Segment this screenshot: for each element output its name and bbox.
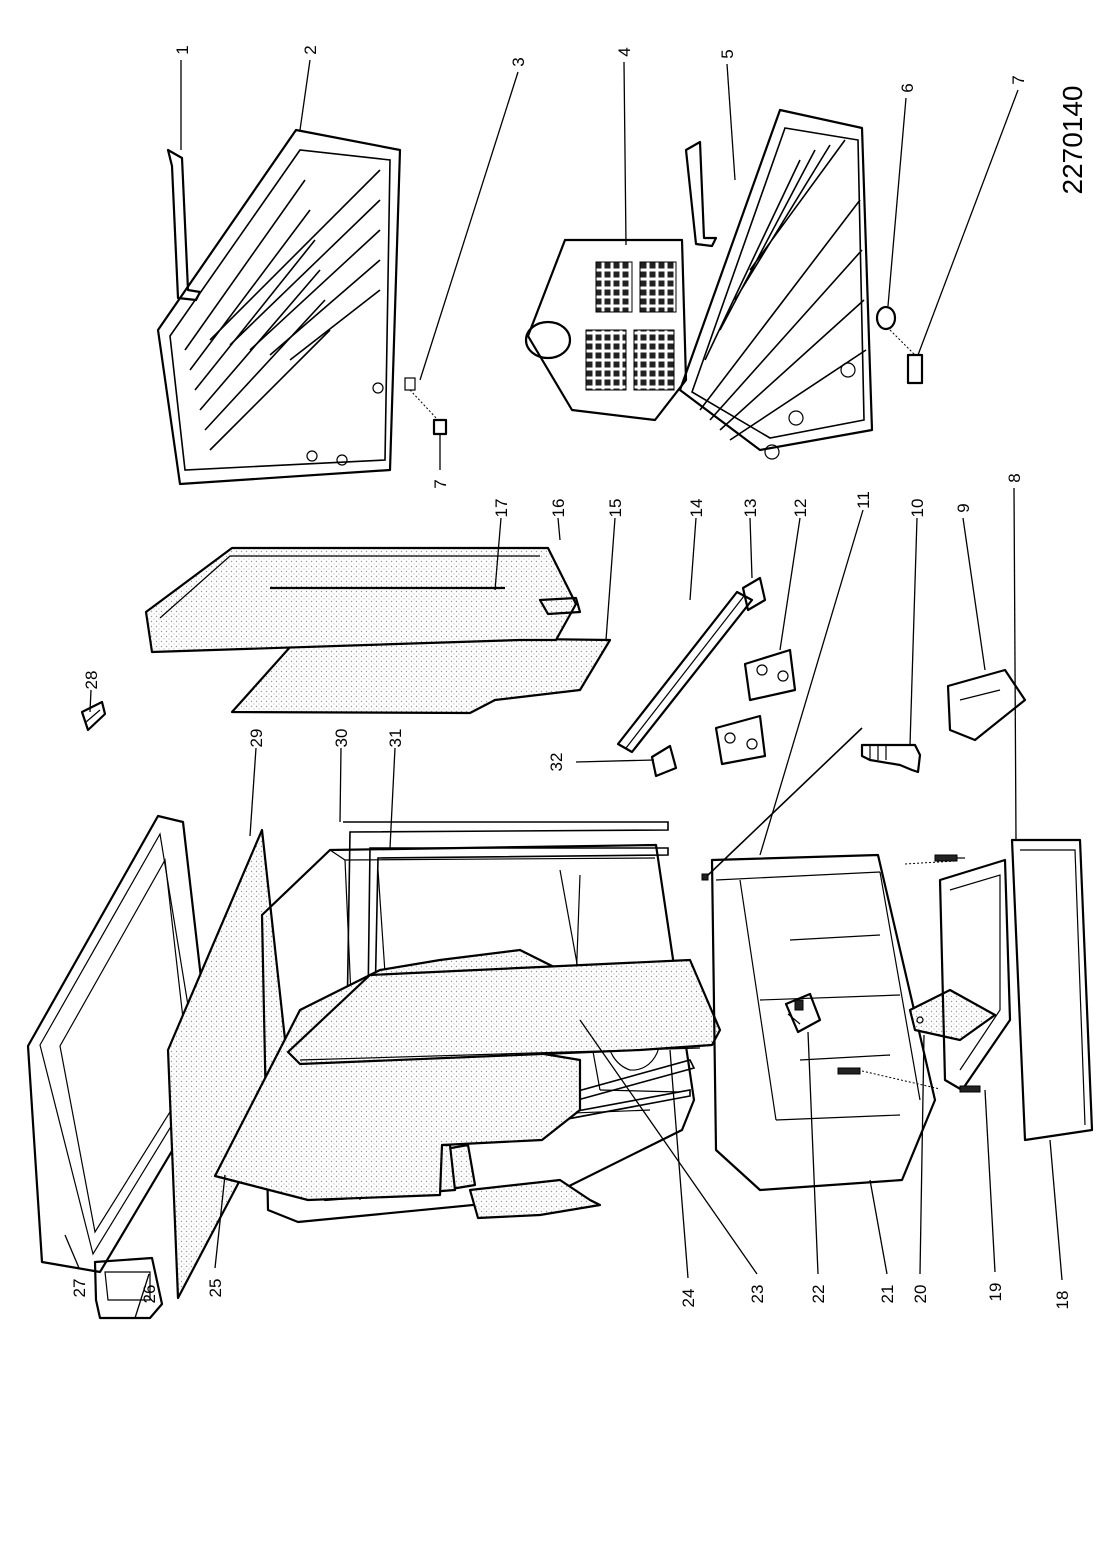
screw xyxy=(934,854,965,862)
callout-label: 13 xyxy=(741,499,760,518)
lower-basket xyxy=(678,108,874,460)
callout-label: 8 xyxy=(1005,473,1024,482)
callout-label: 2 xyxy=(301,45,320,54)
screw xyxy=(959,1085,981,1093)
door-frame-panel xyxy=(144,546,582,654)
rack-wheel xyxy=(875,305,916,356)
callout-label: 9 xyxy=(954,503,973,512)
callout-label: 20 xyxy=(911,1285,930,1304)
callout-label: 22 xyxy=(809,1285,828,1304)
basket-handle xyxy=(166,148,202,302)
side-panel xyxy=(286,958,722,1066)
door-hinge-bracket xyxy=(93,1256,164,1320)
callout-label: 24 xyxy=(679,1289,698,1308)
callout-label: 4 xyxy=(615,47,634,56)
cover-plate xyxy=(908,988,997,1042)
leader-lines xyxy=(64,59,1063,1319)
callout-labels: 1 2 3 4 5 6 7 7 8 9 10 11 12 13 14 15 16… xyxy=(70,45,1072,1309)
base-frame xyxy=(710,853,937,1192)
callout-label: 15 xyxy=(606,499,625,518)
kickplate xyxy=(1010,838,1094,1142)
drawing-code: 2270140 xyxy=(1057,85,1088,194)
callout-label: 30 xyxy=(332,729,351,748)
callout-label: 16 xyxy=(549,499,568,518)
valve-part xyxy=(784,992,822,1034)
clip-part xyxy=(741,576,767,612)
upper-basket xyxy=(156,128,402,486)
callout-label: 25 xyxy=(206,1279,225,1298)
callout-label: 32 xyxy=(547,753,566,772)
callout-label: 23 xyxy=(748,1285,767,1304)
basket-handle xyxy=(684,140,718,248)
callout-label: 29 xyxy=(247,729,266,748)
screw xyxy=(837,1067,861,1075)
callout-label: 14 xyxy=(687,499,706,518)
bracket-plate xyxy=(946,668,1027,742)
callout-label: 7 xyxy=(431,479,450,488)
rack-wheel xyxy=(404,377,439,421)
callout-label: 7 xyxy=(1009,75,1028,84)
guide-rail xyxy=(616,590,754,754)
callout-label: 27 xyxy=(70,1279,89,1298)
callout-label: 21 xyxy=(878,1285,897,1304)
leveling-foot xyxy=(860,743,922,774)
callout-label: 10 xyxy=(908,499,927,518)
cutlery-basket xyxy=(524,238,688,422)
latch-part xyxy=(80,700,107,732)
base-tray xyxy=(938,858,1012,1092)
callout-label: 28 xyxy=(82,671,101,690)
callout-label: 31 xyxy=(386,729,405,748)
wheel-bracket xyxy=(714,648,797,766)
clip-part xyxy=(650,744,678,778)
callout-label: 12 xyxy=(791,499,810,518)
callout-label: 6 xyxy=(898,83,917,92)
callout-label: 17 xyxy=(492,499,511,518)
rod xyxy=(701,727,863,881)
callout-label: 19 xyxy=(986,1283,1005,1302)
callout-label: 3 xyxy=(509,57,528,66)
callout-label: 5 xyxy=(718,49,737,58)
callout-label: 18 xyxy=(1053,1291,1072,1310)
wheel-axle xyxy=(906,353,924,385)
callout-label: 26 xyxy=(140,1285,159,1304)
callout-label: 11 xyxy=(854,491,873,509)
callout-label: 1 xyxy=(173,45,192,54)
wheel-axle xyxy=(432,418,448,436)
